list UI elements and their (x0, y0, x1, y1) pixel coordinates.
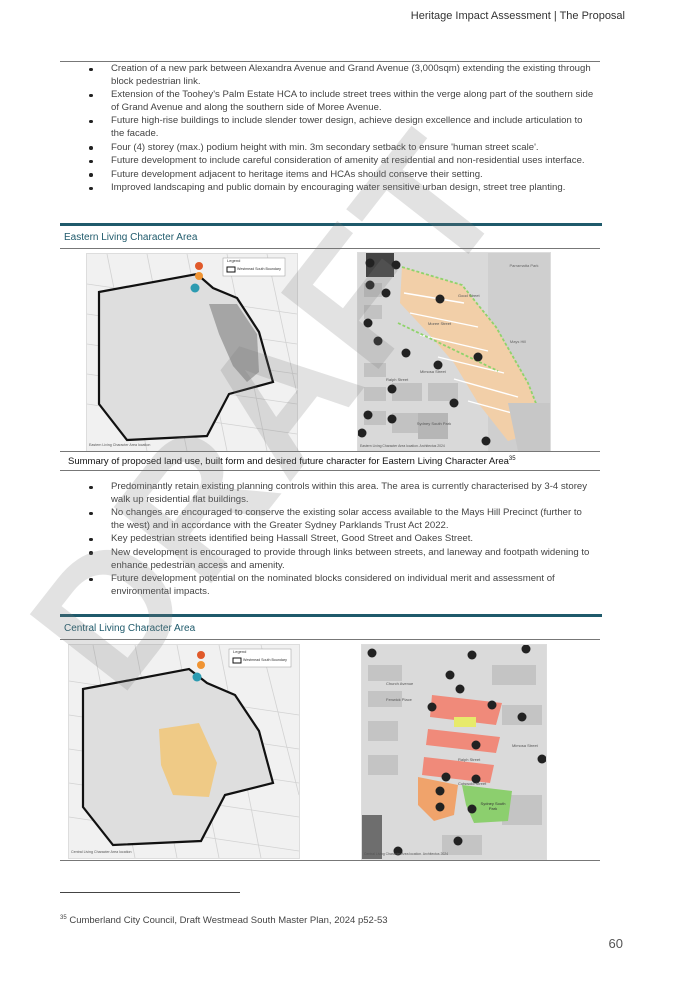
eastern-label-parramatta-park: Parramatta Park (509, 263, 539, 268)
central-label-ralph-street: Ralph Street (458, 757, 481, 762)
eastern-label-mimosa-street: Mimosa Street (420, 369, 446, 374)
central-legend-item: Westmead South Boundary (243, 658, 287, 662)
eastern-label-ralph-street: Ralph Street (386, 377, 409, 382)
intro-bullet-item: Future high-rise buildings to include sl… (86, 115, 596, 140)
eastern-bullet-list: Predominantly retain existing planning c… (86, 481, 596, 599)
footnote: 35 Cumberland City Council, Draft Westme… (60, 915, 388, 926)
eastern-right-map-caption: Eastern Living Character Area location. … (360, 444, 445, 448)
eastern-label-good-street: Good Street (458, 293, 480, 298)
eastern-section-title: Eastern Living Character Area (64, 232, 198, 243)
eastern-label-mays-hill: Mays Hill (509, 339, 527, 344)
central-section-rule (60, 614, 602, 617)
eastern-bullet-item: No changes are encouraged to conserve th… (86, 507, 596, 532)
central-left-map-caption: Central Living Character Area location (71, 850, 132, 854)
eastern-label-sydney-park: Sydney South Park (416, 421, 452, 426)
eastern-caption-rule (60, 451, 600, 452)
top-rule (60, 61, 600, 62)
central-legend-title: Legend (233, 649, 247, 654)
central-label-cotswold-street: Cotswold Street (458, 781, 487, 786)
page-number: 60 (608, 936, 623, 951)
intro-bullet-item: Improved landscaping and public domain b… (86, 182, 596, 195)
eastern-bullet-item: Key pedestrian streets identified being … (86, 533, 596, 546)
eastern-bullet-item: Predominantly retain existing planning c… (86, 481, 596, 506)
central-right-map-caption: Central Living Character Area location. … (364, 852, 449, 856)
eastern-title-rule (60, 248, 600, 249)
eastern-location-map: Legend Westmead South Boundary Eastern L… (86, 253, 298, 452)
header-title: Heritage Impact Assessment | The Proposa… (410, 10, 625, 22)
eastern-detail-map: Parramatta Park Mays Hill Moree Street M… (357, 252, 551, 452)
central-label-sydney-park: Sydney South Park (480, 801, 506, 811)
intro-bullet-item: Future development adjacent to heritage … (86, 169, 596, 182)
eastern-section-rule (60, 223, 602, 226)
central-bottom-rule (60, 860, 600, 861)
intro-bullet-item: Four (4) storey (max.) podium height wit… (86, 142, 596, 155)
intro-bullet-item: Creation of a new park between Alexandra… (86, 63, 596, 88)
eastern-left-map-caption: Eastern Living Character Area location (89, 443, 151, 447)
central-label-fenwick-place: Fenwick Place (386, 697, 412, 702)
intro-bullet-item: Extension of the Toohey's Palm Estate HC… (86, 89, 596, 114)
eastern-bullet-item: Future development potential on the nomi… (86, 573, 596, 598)
intro-bullet-list: Creation of a new park between Alexandra… (86, 63, 596, 196)
eastern-label-moree-street: Moree Street (428, 321, 452, 326)
eastern-caption-text: Summary of proposed land use, built form… (68, 456, 509, 468)
eastern-bullet-item: New development is encouraged to provide… (86, 547, 596, 572)
central-detail-map: Church Avenue Fenwick Place Ralph Street… (361, 644, 547, 860)
central-location-map: Legend Westmead South Boundary Central L… (68, 644, 300, 859)
central-label-mimosa-street: Mimosa Street (512, 743, 538, 748)
eastern-caption-ref: 35 (508, 456, 516, 462)
footnote-number: 35 (60, 915, 67, 921)
central-title-rule (60, 639, 600, 640)
intro-bullet-item: Future development to include careful co… (86, 155, 596, 168)
footnote-rule (60, 892, 240, 893)
central-label-church-avenue: Church Avenue (386, 681, 414, 686)
eastern-caption-under-rule (60, 470, 600, 471)
eastern-legend-title: Legend (227, 258, 241, 263)
eastern-summary-caption: Summary of proposed land use, built form… (68, 456, 516, 467)
eastern-legend-item: Westmead South Boundary (237, 267, 281, 271)
footnote-text: Cumberland City Council, Draft Westmead … (69, 915, 388, 927)
central-section-title: Central Living Character Area (64, 623, 196, 634)
